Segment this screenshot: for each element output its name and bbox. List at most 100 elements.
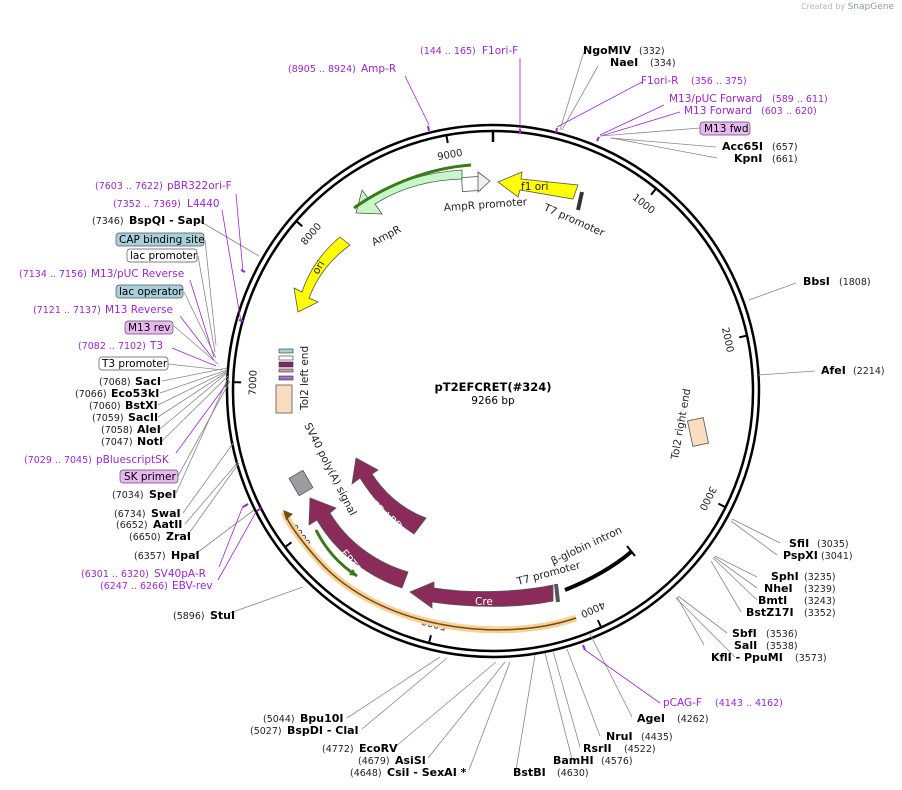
bglobin-bar [564, 550, 633, 592]
lacop-box [115, 284, 184, 299]
ori-label: ori [310, 259, 327, 277]
enzyme-pos: (6357) [134, 551, 166, 562]
t3prom-box [98, 356, 169, 371]
enzyme-label: NgoMIV [583, 44, 632, 57]
enzyme-label: BamHI [553, 754, 594, 767]
enzyme-pos: (7059) [92, 413, 124, 424]
ampr-label: AmpR [370, 223, 403, 248]
enzyme-pos: (3536) [766, 629, 798, 640]
enzyme-pos: (3352) [804, 608, 836, 619]
ampr-promoter-arrow [477, 171, 491, 193]
primer-label: M13 Forward [684, 105, 752, 117]
primer-label: Amp-R [361, 63, 396, 75]
enzyme-label: AsiSI [395, 754, 426, 767]
enzyme-pos: (657) [772, 142, 798, 153]
enzyme-pos: (3239) [804, 584, 836, 595]
enzyme-label: SalI [734, 639, 757, 652]
primer-range: (7134 .. 7156) [19, 269, 87, 280]
credit-brand: SnapGene [847, 2, 894, 12]
enzyme-pos: (3041) [821, 551, 853, 562]
enzyme-pos: (7068) [99, 377, 131, 388]
enzyme-pos: (334) [650, 58, 676, 69]
tick-mark [284, 541, 293, 548]
enzyme-pos: (7047) [101, 437, 133, 448]
enzyme-pos: (4576) [601, 756, 633, 767]
primer-range: (603 .. 620) [761, 106, 817, 117]
enzyme-pos: (4522) [624, 744, 656, 755]
enzyme-pos: (4630) [557, 768, 589, 779]
t3prom-label: T3 promoter [101, 358, 168, 370]
enzyme-pos: (332) [639, 46, 665, 57]
enzyme-label: EcoRV [359, 742, 398, 755]
m13rev-label: M13 rev [128, 322, 171, 334]
primer-label: pCAG-F [663, 697, 702, 709]
enzyme-label: NruI [606, 730, 633, 743]
enzyme-label: SfiI [789, 537, 809, 550]
enzyme-pos: (3573) [795, 653, 827, 664]
enzyme-pos: (2214) [853, 366, 885, 377]
tick-mark [295, 220, 303, 228]
enzyme-pos: (3235) [804, 572, 836, 583]
cap-box [115, 232, 205, 247]
enzyme-label: AatII [153, 518, 182, 531]
skprimer-label: SK primer [124, 471, 176, 483]
enzyme-label: SpeI [149, 488, 176, 501]
tick-label: 3000 [697, 484, 718, 512]
tick-label: 8000 [299, 221, 324, 247]
bglobin-label: β-globin intron [549, 524, 624, 567]
enzyme-pos: (661) [772, 154, 798, 165]
cre-arrow [409, 581, 554, 609]
enzyme-label: BspDI - ClaI [287, 724, 359, 737]
f1ori-arrow [497, 171, 579, 200]
tick-label: 4000 [579, 598, 607, 619]
primer-label: F1ori-R [641, 75, 678, 87]
primer-range: (7352 .. 7369) [113, 199, 181, 210]
primer-label: M13/pUC Reverse [91, 268, 184, 280]
enzyme-label: SphI [771, 570, 799, 583]
er-lbd-arrow [351, 457, 427, 535]
primer-range: (7082 .. 7102) [78, 341, 146, 352]
tick-mark [650, 187, 657, 196]
credit-prefix: Created by [801, 2, 846, 11]
snapgene-credit: Created by SnapGene [801, 2, 894, 12]
leader-lines [157, 51, 816, 771]
primer-range: (7121 .. 7137) [33, 305, 101, 316]
enzyme-pos: (4262) [677, 714, 709, 725]
primer-labels: (144 .. 165) F1ori-F (8905 .. 8924) Amp-… [19, 45, 828, 709]
ampr-promoter-label: AmpR promoter [443, 196, 528, 214]
enzyme-label: ZraI [166, 530, 191, 543]
enzyme-pos: (4679) [358, 756, 390, 767]
primer-label: M13 Reverse [105, 304, 173, 316]
box-leaders [167, 127, 701, 477]
cap-label: CAP binding site [119, 234, 205, 246]
tick-mark [596, 619, 603, 628]
tol2-left-label: Tol2 left end [299, 346, 311, 411]
enzyme-pos: (4435) [641, 732, 673, 743]
sv40-box [288, 469, 314, 497]
primer-label: T3 [149, 340, 163, 352]
enzyme-label: StuI [210, 609, 235, 622]
primer-label: SV40pA-R [154, 568, 206, 580]
enzyme-label: SacI [135, 375, 161, 388]
enzyme-pos: (6734) [114, 509, 146, 520]
enzyme-pos: (7058) [101, 425, 133, 436]
enzyme-label: Eco53kI [111, 387, 159, 400]
primer-range: (6301 .. 6320) [81, 569, 149, 580]
enzyme-label: PspXI [783, 549, 818, 562]
tick-label: 2000 [719, 326, 735, 353]
lacop-label: lac operator [119, 286, 183, 298]
ampr-arrow [355, 169, 463, 215]
t7-promoter-top [576, 191, 584, 211]
enzyme-label: RsrII [583, 742, 612, 755]
enzyme-pos: (7346) [92, 216, 124, 227]
enzyme-label: SbfI [732, 627, 757, 640]
t7-promoter-bot-label: T7 promoter [515, 559, 583, 588]
tick-mark [717, 502, 727, 509]
enzyme-label: SacII [128, 411, 158, 424]
tick-label: 1000 [630, 192, 657, 217]
primer-range: (7603 .. 7622) [95, 181, 163, 192]
primer-markers [238, 125, 600, 651]
t7-promoter-bot [554, 583, 560, 603]
enzyme-label: NheI [764, 582, 793, 595]
enzyme-label: SwaI [151, 507, 181, 520]
